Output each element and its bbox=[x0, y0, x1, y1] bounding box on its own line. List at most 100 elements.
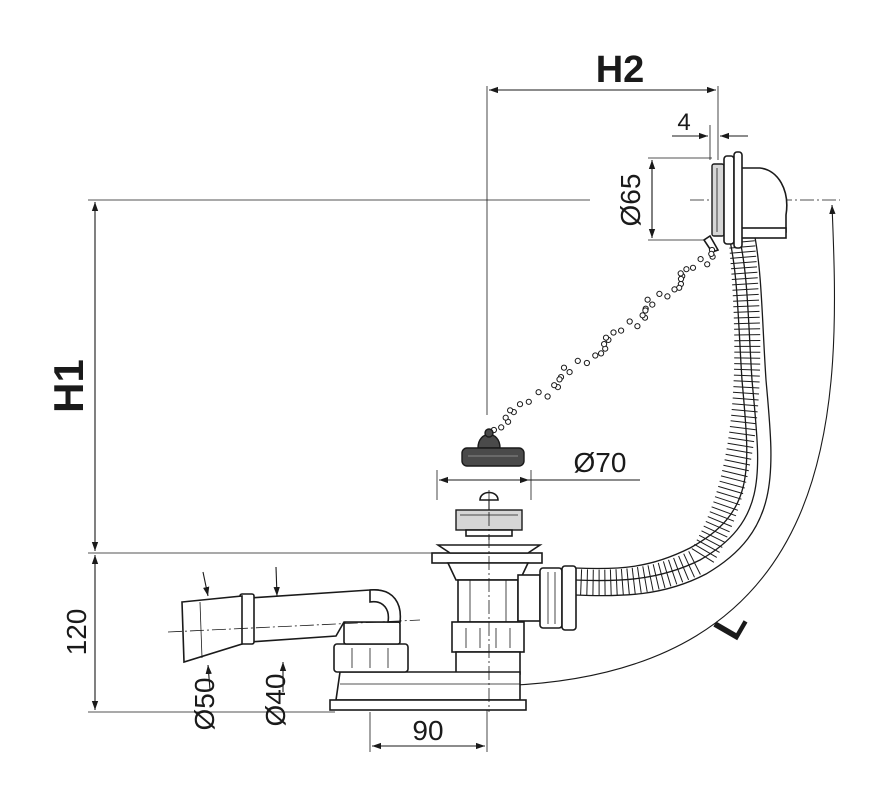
chain-link bbox=[642, 307, 649, 314]
flexible-hose bbox=[574, 231, 772, 597]
chain-link bbox=[507, 407, 514, 414]
drain-body bbox=[431, 544, 577, 675]
hose-rib bbox=[642, 566, 648, 592]
hose-rib bbox=[727, 442, 754, 448]
chain-link bbox=[556, 376, 563, 383]
chain-link bbox=[601, 341, 608, 348]
hose-rib bbox=[731, 271, 758, 275]
hose-rib bbox=[733, 305, 760, 308]
hose-rib bbox=[728, 437, 755, 443]
hose-rib bbox=[673, 557, 684, 583]
hose-rib bbox=[730, 255, 757, 259]
rubber-stopper bbox=[461, 428, 525, 467]
label-dim-50: Ø50 bbox=[189, 678, 220, 731]
chain-link bbox=[671, 286, 678, 293]
chain-link bbox=[677, 270, 684, 277]
hose-rib bbox=[688, 551, 701, 575]
hose-rib bbox=[678, 555, 690, 581]
chain-link bbox=[583, 359, 591, 367]
hose-ribs bbox=[580, 235, 761, 596]
hose-rib bbox=[726, 448, 753, 454]
chain-link bbox=[525, 398, 532, 405]
hose-rib bbox=[703, 525, 728, 538]
chain-link bbox=[535, 389, 542, 396]
hose-rib bbox=[631, 567, 636, 594]
dimension-l bbox=[489, 204, 836, 689]
hose-rib bbox=[725, 453, 752, 460]
chain-link bbox=[634, 323, 641, 330]
dimension-50 bbox=[202, 571, 212, 691]
hose-rib bbox=[691, 548, 715, 563]
chain-link bbox=[551, 382, 558, 389]
hose-rib bbox=[701, 530, 726, 543]
chain-link bbox=[502, 414, 509, 421]
chain-link bbox=[498, 424, 505, 431]
hose-rib bbox=[720, 475, 747, 483]
hose-rib bbox=[734, 328, 761, 330]
hose-rib bbox=[734, 363, 761, 365]
hose-rib bbox=[733, 322, 760, 325]
hose-rib bbox=[733, 374, 760, 377]
hose-rib bbox=[730, 420, 757, 425]
label-dim-120: 120 bbox=[61, 609, 92, 656]
hose-rib bbox=[732, 293, 759, 297]
hose-rib bbox=[723, 464, 749, 472]
chain-link bbox=[664, 293, 671, 300]
hose-rib bbox=[729, 426, 756, 431]
chain-link bbox=[683, 266, 690, 273]
hose-rib bbox=[709, 511, 735, 522]
hose-rib bbox=[713, 501, 739, 511]
hose-rib bbox=[626, 568, 630, 595]
hose-rib bbox=[620, 568, 624, 595]
hose-rib bbox=[580, 569, 583, 596]
chain-link bbox=[697, 256, 704, 263]
chain-link bbox=[639, 312, 646, 319]
label-dim-40: Ø40 bbox=[260, 674, 291, 727]
chain-link bbox=[626, 318, 633, 325]
hose-rib bbox=[732, 397, 759, 401]
hose-rib bbox=[730, 261, 757, 265]
overflow-assembly bbox=[702, 151, 788, 253]
hose-rib bbox=[707, 516, 732, 527]
hose-rib bbox=[733, 386, 760, 389]
hose-rib bbox=[733, 299, 760, 302]
chain-link bbox=[566, 369, 573, 376]
label-dim-90: 90 bbox=[412, 715, 443, 746]
hose-rib bbox=[694, 543, 718, 558]
chain-link bbox=[598, 350, 605, 357]
hose-rib bbox=[716, 491, 742, 500]
hose-rib bbox=[731, 277, 758, 280]
chain-link bbox=[516, 401, 524, 408]
hose-rib bbox=[696, 539, 720, 553]
label-dim-70: Ø70 bbox=[574, 447, 627, 478]
siphon-base bbox=[329, 671, 527, 711]
chain-link bbox=[677, 275, 685, 283]
hose-rib bbox=[729, 250, 756, 254]
hose-rib bbox=[733, 380, 760, 383]
hose-rib bbox=[732, 288, 759, 291]
hose-rib bbox=[705, 520, 730, 533]
hose-rib bbox=[729, 431, 756, 437]
hose-rib bbox=[733, 310, 760, 313]
chain-link bbox=[560, 364, 568, 371]
chain-link bbox=[644, 296, 651, 303]
chain-link bbox=[656, 290, 663, 297]
chain-link bbox=[708, 250, 715, 257]
hose-rib bbox=[683, 553, 695, 578]
outlet-pipe bbox=[167, 589, 421, 673]
label-dim-4: 4 bbox=[677, 109, 690, 136]
chain-link bbox=[592, 352, 599, 359]
hose-rib bbox=[733, 316, 760, 319]
chain-link bbox=[574, 357, 581, 364]
dimension-40 bbox=[273, 566, 287, 692]
hose-rib bbox=[724, 459, 751, 466]
hose-rib bbox=[657, 562, 666, 589]
label-h1: H1 bbox=[45, 359, 92, 413]
hose-rib bbox=[711, 506, 737, 517]
chain-link bbox=[602, 334, 610, 341]
hose-rib bbox=[722, 470, 748, 478]
hose-rib bbox=[714, 496, 740, 506]
hose-rib bbox=[615, 569, 618, 596]
